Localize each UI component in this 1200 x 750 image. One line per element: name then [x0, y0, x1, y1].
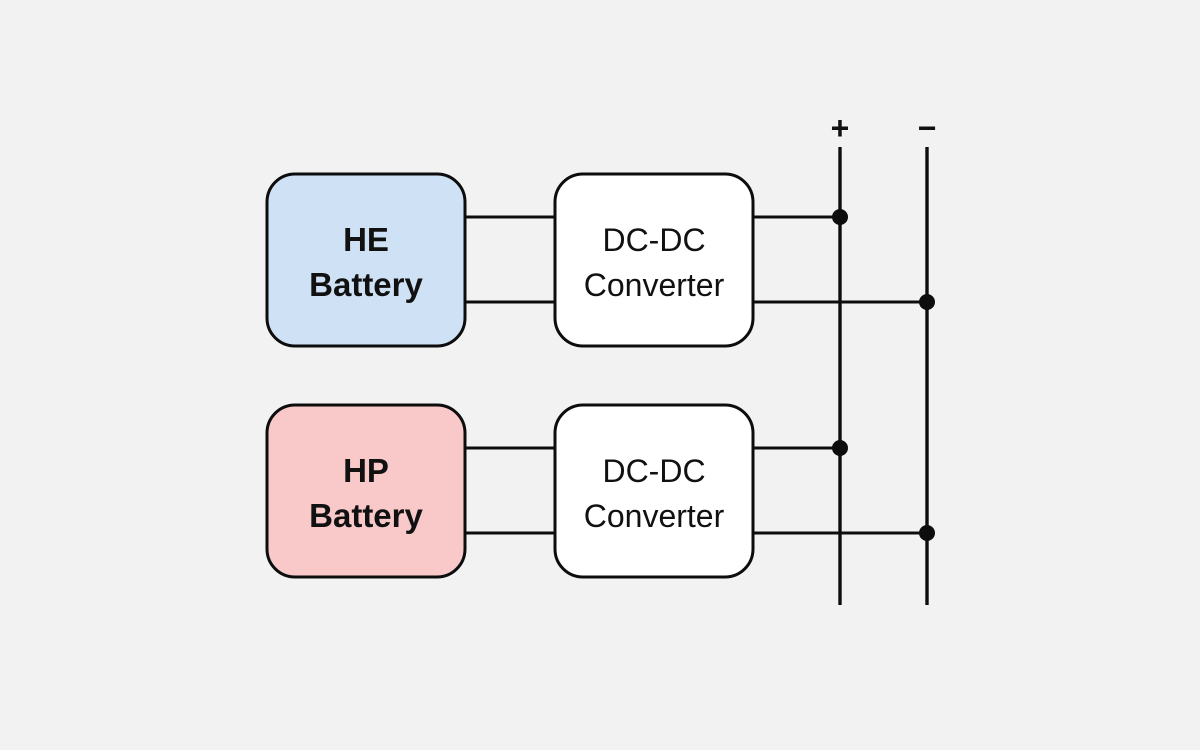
- dcdc-converter-bottom-label-line2: Converter: [584, 498, 725, 534]
- junction-dot-negative-top: [919, 294, 935, 310]
- dcdc-converter-top-label-line2: Converter: [584, 267, 725, 303]
- he-battery-block: [265, 172, 467, 348]
- positive-bus-label: +: [831, 110, 850, 146]
- hp-battery-label-line1: HP: [343, 452, 389, 489]
- negative-bus-label: −: [918, 110, 937, 146]
- hp-battery-label-line2: Battery: [309, 497, 423, 534]
- hp-battery-block: [265, 403, 467, 579]
- he-battery-label-line2: Battery: [309, 266, 423, 303]
- dcdc-converter-bottom-block: [553, 403, 755, 579]
- dcdc-converter-bottom-label-line1: DC-DC: [602, 453, 705, 489]
- junction-dot-positive-top: [832, 209, 848, 225]
- junction-dot-negative-bottom: [919, 525, 935, 541]
- dcdc-converter-top-label-line1: DC-DC: [602, 222, 705, 258]
- dcdc-converter-top-block: [553, 172, 755, 348]
- he-battery-label-line1: HE: [343, 221, 389, 258]
- junction-dot-positive-bottom: [832, 440, 848, 456]
